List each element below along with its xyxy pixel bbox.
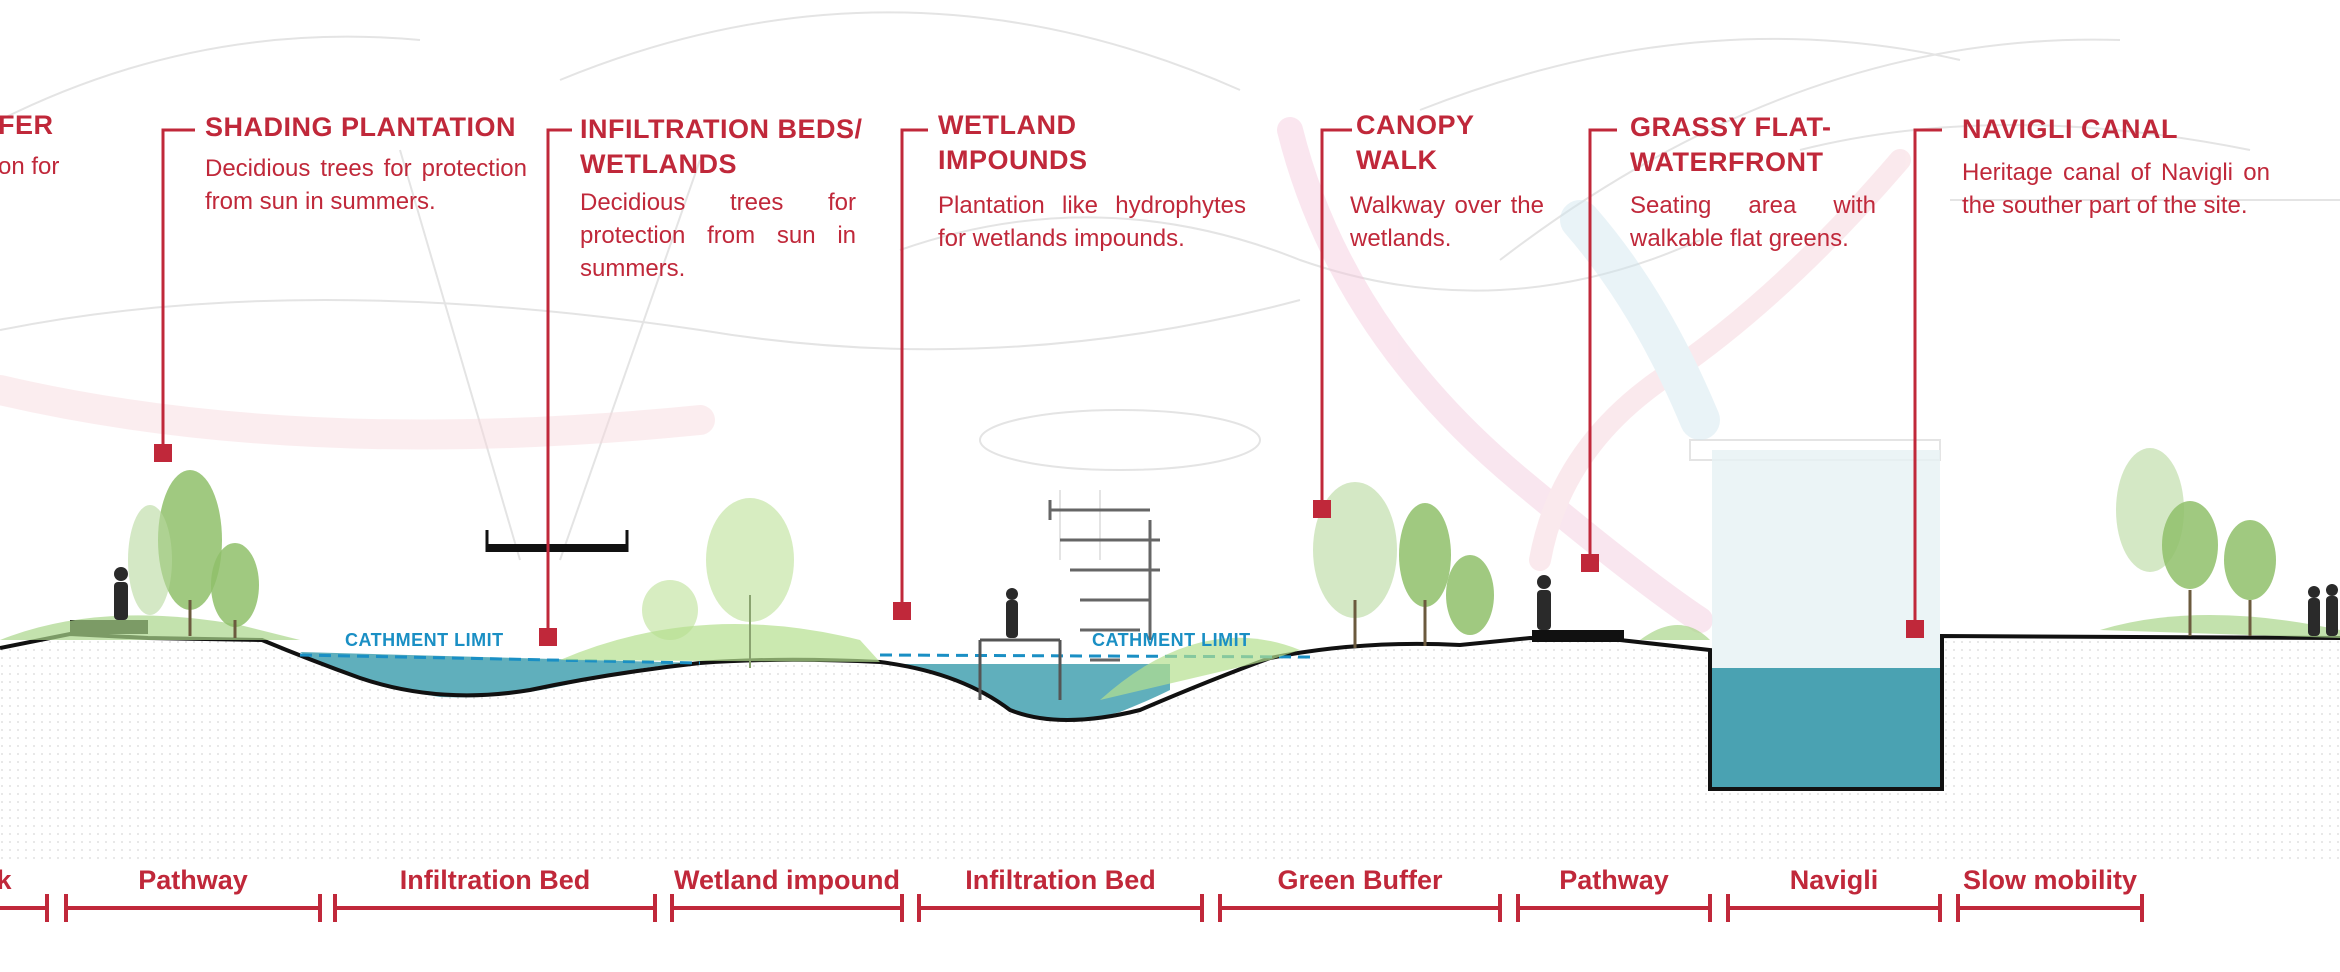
zone-brackets: [0, 894, 2144, 922]
callout-desc-navigli-canal: Heritage canal of Navigli on the souther…: [1962, 159, 2270, 219]
people: [114, 567, 2338, 638]
vegetation: [0, 448, 2340, 700]
zone-label-partial: k: [0, 865, 12, 895]
zone-label-pathway: Pathway: [138, 865, 248, 895]
wetland-impound-water: [900, 664, 1170, 720]
stair-tower: [1048, 500, 1160, 662]
navigli-canal-water: [1712, 668, 1940, 789]
background-color-wash: [0, 117, 1911, 633]
callout-title-grassy-flat-waterfront: GRASSY FLAT- WATERFRONT: [1630, 112, 1832, 177]
callout-title-buffer: FER: [0, 110, 54, 140]
callout-desc-buffer: on for: [0, 153, 60, 180]
catchment-limit-label-right: CATHMENT LIMIT: [1092, 630, 1251, 650]
zone-label-navigli: Navigli: [1789, 865, 1879, 895]
catchment-limit-line-right: [879, 653, 1311, 659]
callout-markers: [154, 444, 1924, 646]
zone-label-slow-mobility: Slow mobility: [1962, 865, 2137, 895]
infiltration-bed-water: [300, 652, 700, 698]
background-sketch: [0, 11, 2340, 561]
callout-leaders: [161, 128, 1942, 636]
platform-slab: [487, 544, 627, 552]
callout-desc-shading-plantation: Decidious trees for protection from sun …: [205, 155, 527, 215]
callout-title-canopy-walk: CANOPY WALK: [1356, 110, 1475, 175]
callout-desc-infiltration-beds: Decidious trees for protection from sun …: [580, 189, 856, 282]
catchment-limit-line-left: [299, 653, 701, 665]
deck-poles: [978, 638, 1062, 700]
callout-title-wetland-impounds: WETLAND IMPOUNDS: [938, 110, 1088, 175]
zone-label-infiltration-bed: Infiltration Bed: [399, 865, 591, 895]
navigli-canal-wall-glass: [1712, 450, 1940, 668]
callout-desc-canopy-walk: Walkway over the wetlands.: [1350, 192, 1544, 252]
zone-label-green-buffer: Green Buffer: [1277, 865, 1443, 895]
zone-label-pathway-2: Pathway: [1559, 865, 1669, 895]
callout-title-shading-plantation: SHADING PLANTATION: [205, 112, 516, 142]
zone-label-infiltration-bed-2: Infiltration Bed: [965, 865, 1156, 895]
ground-section: [0, 634, 2340, 860]
callout-desc-grassy-flat-waterfront: Seating area with walkable flat greens.: [1630, 192, 1876, 252]
catchment-limit-label-left: CATHMENT LIMIT: [345, 630, 504, 650]
callout-desc-wetland-impounds: Plantation like hydrophytes for wetlands…: [938, 192, 1246, 252]
pathway-slab-right: [1532, 630, 1624, 642]
callout-title-navigli-canal: NAVIGLI CANAL: [1962, 114, 2178, 144]
callout-title-infiltration-beds: INFILTRATION BEDS/ WETLANDS: [580, 114, 863, 179]
zone-label-wetland-impound: Wetland impound: [674, 865, 900, 895]
